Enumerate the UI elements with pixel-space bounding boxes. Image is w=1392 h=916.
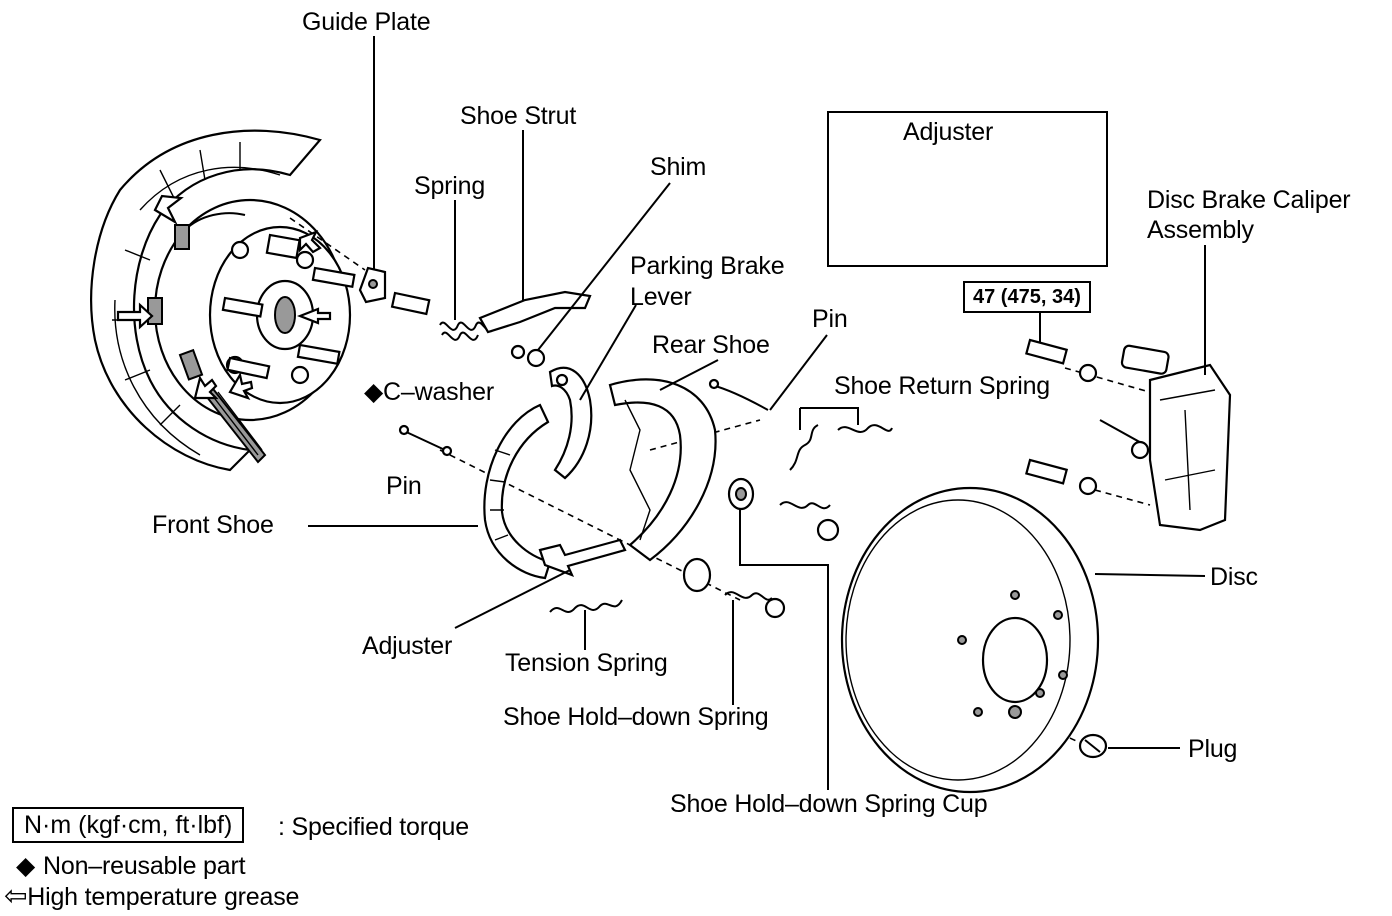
torque-spec-box: 47 (475, 34) [963,281,1091,313]
label-shoe-strut: Shoe Strut [460,102,577,130]
adjuster-part [538,538,627,577]
label-spring: Spring [414,172,486,200]
label-disc: Disc [1210,563,1258,591]
legend-torque-units: N·m (kgf·cm, ft·lbf) [12,807,245,843]
legend-torque-desc: : Specified torque [278,813,469,841]
shoe-return-spring-part [789,424,893,471]
guide-plate-part [358,266,431,316]
legend-non-reusable-text: Non–reusable part [43,852,246,880]
label-parking-brake-1: Parking Brake [630,252,785,280]
non-reusable-marker: ◆ [364,378,384,406]
grease-arrow-icon: ⇦ [4,880,28,911]
label-guide-plate: Guide Plate [302,8,431,36]
label-tension-spring: Tension Spring [505,649,668,677]
rear-shoe-part [608,378,717,562]
disc-part [840,486,1100,794]
legend-grease-text: High temperature grease [27,883,300,911]
axis-line-hub [289,217,366,271]
wheel-studs [147,224,356,464]
hold-down-parts [682,477,840,619]
label-front-shoe: Front Shoe [152,511,274,539]
parking-brake-lever-part [548,366,593,480]
pin-left-part [398,424,453,457]
label-adjuster: Adjuster [362,632,453,660]
axis-line-caliper-bottom [1094,489,1151,506]
label-shoe-hold-down-spring-cup: Shoe Hold–down Spring Cup [670,790,988,818]
label-pin-left: Pin [386,472,422,500]
label-plug: Plug [1188,735,1238,763]
label-caliper-1: Disc Brake Caliper [1147,186,1351,214]
c-washer-part [510,344,546,368]
label-shim: Shim [650,153,707,181]
backing-plate [90,129,322,472]
adjuster-inset-box [827,111,1108,267]
legend-non-reusable: ◆Non–reusable part [16,852,246,880]
label-parking-brake-2: Lever [630,283,692,311]
label-caliper-2: Assembly [1147,216,1254,244]
tension-spring-part [549,599,623,613]
diamond-icon: ◆ [16,852,36,880]
label-shoe-return-spring: Shoe Return Spring [834,372,1050,400]
label-shoe-hold-down-spring: Shoe Hold–down Spring [503,703,769,731]
front-shoe-part [483,403,552,580]
label-rear-shoe: Rear Shoe [652,331,770,359]
grease-arrows-hub [116,194,332,400]
pin-top-part [708,378,769,411]
label-pin-top: Pin [812,305,848,333]
caliper-part [1025,338,1232,532]
label-c-washer: ◆C–washer [364,378,494,406]
shoe-strut-part [478,290,592,334]
legend-grease: ⇦High temperature grease [4,880,300,912]
plug-part [1078,733,1108,759]
label-adjuster-inset: Adjuster [903,118,994,146]
label-c-washer-text: C–washer [383,378,494,406]
